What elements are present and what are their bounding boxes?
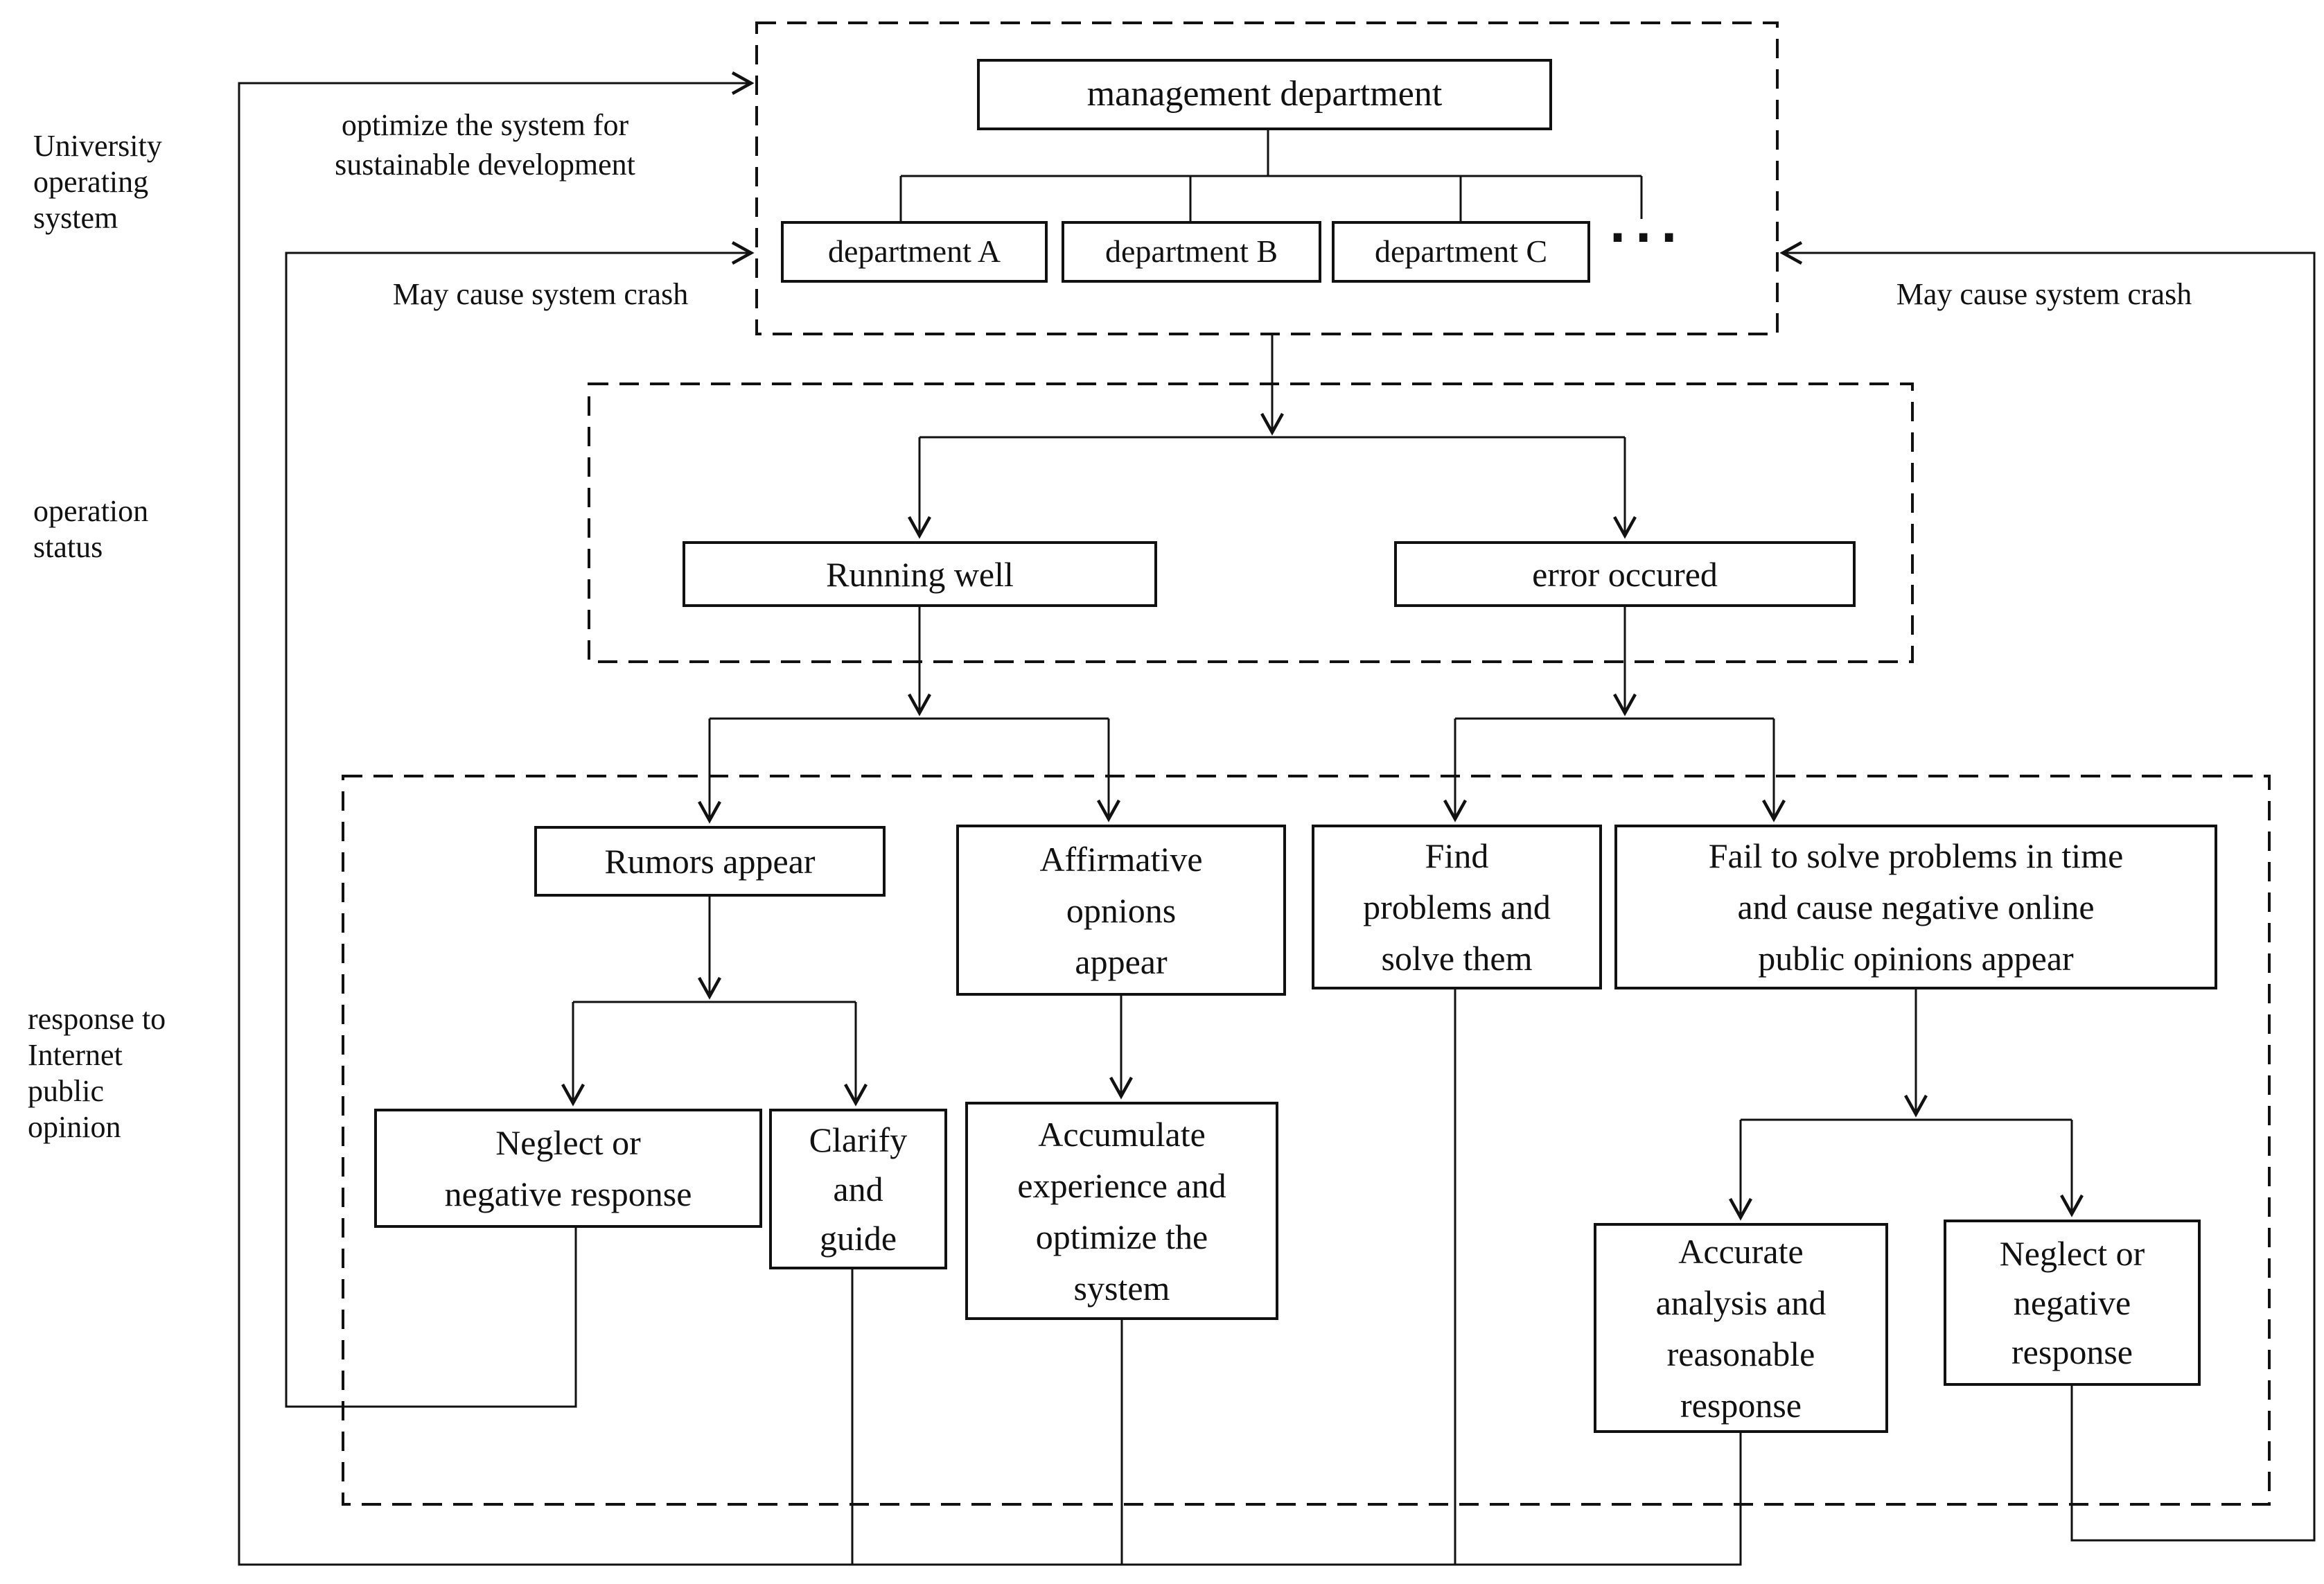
node-label: Accumulate — [1038, 1114, 1206, 1154]
node-label: and — [833, 1169, 883, 1208]
loop-neglect-right-crash — [1779, 241, 2316, 1542]
node-label: system — [1073, 1268, 1170, 1308]
annotation-optimize-system: optimize the system for sustainable deve… — [291, 105, 679, 184]
annotation-line: May cause system crash — [1896, 277, 2192, 311]
node-management-department: management department — [977, 59, 1552, 130]
node-label: department C — [1374, 234, 1548, 270]
annotation-crash-left: May cause system crash — [346, 274, 734, 314]
node-department-c: department C — [1332, 221, 1590, 283]
node-label: opnions — [1066, 890, 1177, 930]
node-accurate-analysis: Accurate analysis and reasonable respons… — [1594, 1223, 1888, 1433]
node-label: guide — [819, 1218, 897, 1258]
node-label: and cause negative online — [1737, 888, 2095, 926]
label-university-operating-system: University operating system — [33, 128, 162, 236]
node-label: department B — [1104, 234, 1278, 270]
loop-neglect-left-crash — [285, 241, 755, 1408]
annotation-line: May cause system crash — [392, 277, 689, 311]
node-label: experience and — [1017, 1165, 1226, 1205]
dashed-region-university-operating-system — [755, 21, 1779, 335]
node-fail-to-solve: Fail to solve problems in time and cause… — [1614, 825, 2217, 989]
node-label: department A — [827, 234, 1001, 270]
node-label: solve them — [1381, 939, 1533, 978]
loop-optimize-sustainable — [238, 71, 1742, 1566]
node-label: Rumors appear — [604, 842, 816, 881]
dashed-region-operation-status — [588, 382, 1914, 663]
ellipsis-more-departments: ... — [1609, 200, 1687, 253]
annotation-line: sustainable development — [335, 148, 635, 182]
node-label: reasonable — [1666, 1334, 1815, 1373]
node-accumulate-experience: Accumulate experience and optimize the s… — [965, 1102, 1278, 1320]
label-line: Internet — [28, 1037, 123, 1072]
node-label: analysis and — [1655, 1283, 1826, 1322]
node-label: negative — [2013, 1283, 2131, 1322]
label-line: status — [33, 529, 103, 564]
node-label: Affirmative — [1039, 839, 1203, 879]
node-label: optimize the — [1035, 1217, 1208, 1256]
node-rumors-appear: Rumors appear — [534, 826, 886, 897]
node-label: Neglect or — [495, 1123, 641, 1162]
label-operation-status: operation status — [33, 493, 148, 565]
node-label: error occured — [1532, 554, 1718, 594]
node-label: response — [2012, 1332, 2133, 1371]
label-line: system — [33, 200, 118, 235]
label-response-internet-public-opinion: response to Internet public opinion — [28, 1001, 166, 1145]
node-affirmative-opinions: Affirmative opnions appear — [956, 825, 1286, 996]
dashed-region-response-public-opinion — [342, 775, 2271, 1506]
node-department-b: department B — [1062, 221, 1321, 283]
node-label: problems and — [1363, 888, 1551, 926]
node-neglect-left: Neglect or negative response — [374, 1109, 762, 1228]
node-label: Accurate — [1678, 1231, 1804, 1271]
node-department-a: department A — [781, 221, 1048, 283]
feedback-connectors — [238, 71, 2316, 1566]
node-label: Find — [1425, 836, 1489, 875]
label-line: operating — [33, 164, 149, 199]
label-line: opinion — [28, 1109, 121, 1144]
node-label: Running well — [826, 554, 1014, 594]
label-line: public — [28, 1073, 104, 1108]
flow-connectors — [561, 334, 2084, 1221]
node-label: response — [1680, 1385, 1802, 1425]
annotation-crash-right: May cause system crash — [1857, 274, 2231, 314]
node-label: Fail to solve problems in time — [1708, 836, 2124, 875]
node-running-well: Running well — [683, 541, 1157, 607]
label-line: response to — [28, 1002, 166, 1036]
node-label: Clarify — [809, 1120, 908, 1159]
label-line: University — [33, 129, 162, 163]
node-label: appear — [1075, 942, 1168, 981]
node-find-problems: Find problems and solve them — [1312, 825, 1602, 989]
node-neglect-right: Neglect or negative response — [1944, 1220, 2201, 1386]
node-label: management department — [1086, 74, 1443, 114]
org-tree-connectors — [899, 130, 1643, 221]
node-error-occured: error occured — [1394, 541, 1856, 607]
node-label: public opinions appear — [1758, 939, 2074, 978]
node-label: Neglect or — [1999, 1233, 2145, 1273]
annotation-line: optimize the system for — [341, 108, 629, 142]
node-label: negative response — [444, 1174, 692, 1213]
node-clarify-and-guide: Clarify and guide — [769, 1109, 947, 1269]
label-line: operation — [33, 494, 149, 528]
